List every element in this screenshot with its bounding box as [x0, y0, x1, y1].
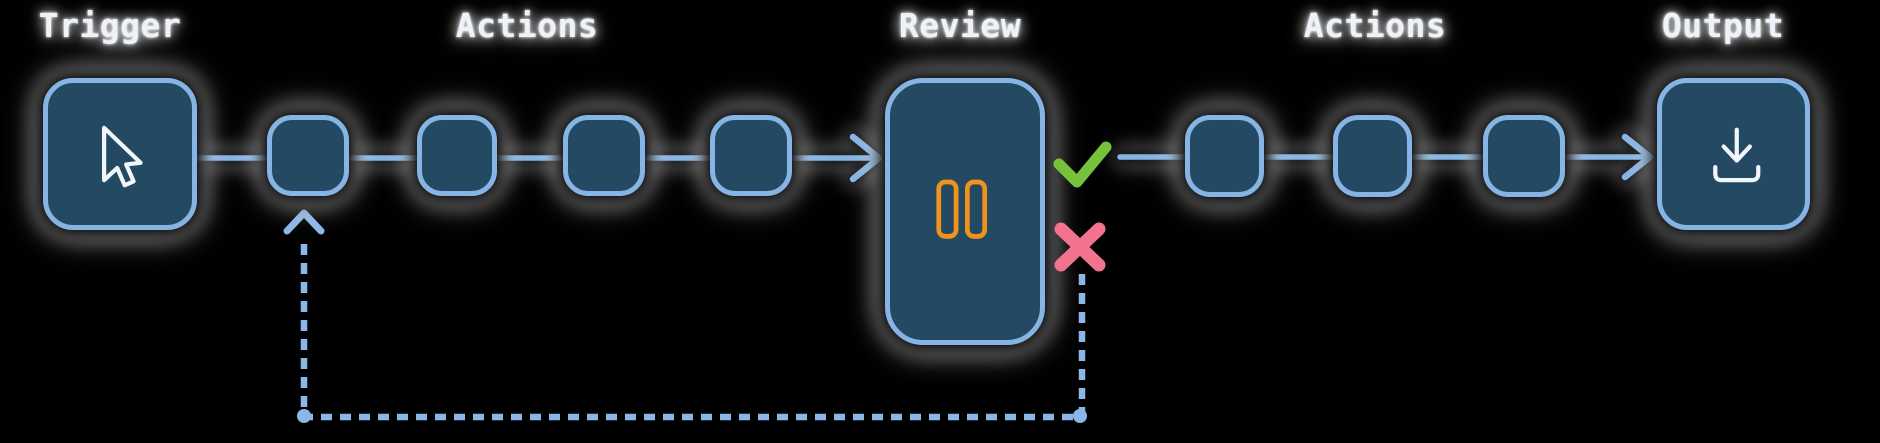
- stage-label-actions-1: Actions: [455, 6, 599, 45]
- feedback-corner-dot: [1073, 409, 1087, 423]
- output-node: [1657, 78, 1810, 230]
- action-node: [1483, 115, 1565, 197]
- action-node: [267, 115, 349, 196]
- stage-label-review: Review: [898, 6, 1022, 45]
- action-node: [1185, 115, 1264, 197]
- download-icon: [1713, 127, 1761, 183]
- cursor-pointer-icon: [102, 125, 143, 188]
- feedback-arrowhead-up-icon: [283, 209, 325, 235]
- approve-check-icon: [1053, 141, 1112, 188]
- reject-x-icon: [1054, 222, 1106, 272]
- action-node: [417, 115, 497, 196]
- stage-label-output: Output: [1661, 6, 1785, 45]
- action-node: [1333, 115, 1412, 197]
- feedback-corner-dot: [297, 409, 311, 423]
- action-node: [563, 115, 645, 196]
- stage-label-actions-2: Actions: [1303, 6, 1447, 45]
- arrowhead-into-review-icon: [849, 133, 883, 183]
- action-node: [710, 115, 792, 196]
- arrowhead-into-output-icon: [1621, 133, 1654, 181]
- feedback-dashed-path: [300, 238, 1086, 421]
- pause-icon: [936, 179, 988, 239]
- review-node: [885, 78, 1045, 345]
- stage-label-trigger: Trigger: [38, 6, 182, 45]
- trigger-node: [43, 78, 197, 230]
